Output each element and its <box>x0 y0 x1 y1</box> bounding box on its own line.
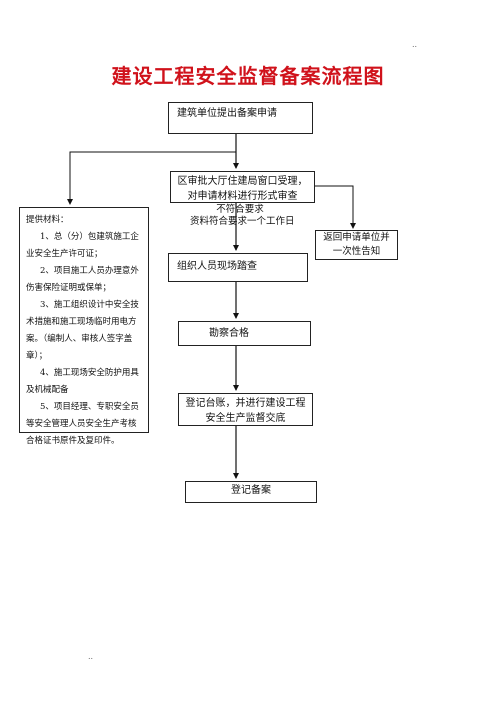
material-item: 1、总（分）包建筑施工企业安全生产许可证； <box>26 232 139 259</box>
label-not-meet: 不符合要求 <box>216 204 264 215</box>
step-review: 区审批大厅住建局窗口受理，对申请材料进行形式审查 <box>170 171 315 203</box>
material-item: 2、项目施工人员办理意外伤害保险证明或保单； <box>26 266 139 293</box>
page-title: 建设工程安全监督备案流程图 <box>111 64 385 88</box>
materials-heading: 提供材料： <box>26 215 69 225</box>
step-site-inspect: 组织人员现场踏查 <box>168 253 308 282</box>
footer-mark: .. <box>88 652 94 661</box>
step-apply: 建筑单位提出备案申请 <box>168 102 313 134</box>
arrow-to-return <box>314 185 356 229</box>
step-return: 返回申请单位并一次性告知 <box>315 230 398 260</box>
materials-box: 提供材料： 1、总（分）包建筑施工企业安全生产许可证； 2、项目施工人员办理意外… <box>19 207 149 446</box>
arrow-to-materials <box>67 151 236 205</box>
material-item: 5、项目经理、专职安全员等安全管理人员安全生产考核合格证书原件及复印件。 <box>26 402 139 446</box>
material-item: 3、施工组织设计中安全技术措施和施工现场临时用电方案。（编制人、审核人签字盖章）… <box>26 300 139 361</box>
corner-mark: .. <box>412 40 418 49</box>
step-inspect-pass: 勘察合格 <box>178 321 311 346</box>
step-record: 登记备案 <box>185 481 317 503</box>
material-item: 4、施工现场安全防护用具及机械配备 <box>26 368 139 395</box>
label-meet: 资料符合要求一个工作日 <box>190 216 295 227</box>
step-register-ledger: 登记台账，并进行建设工程安全生产监督交底 <box>178 393 313 426</box>
